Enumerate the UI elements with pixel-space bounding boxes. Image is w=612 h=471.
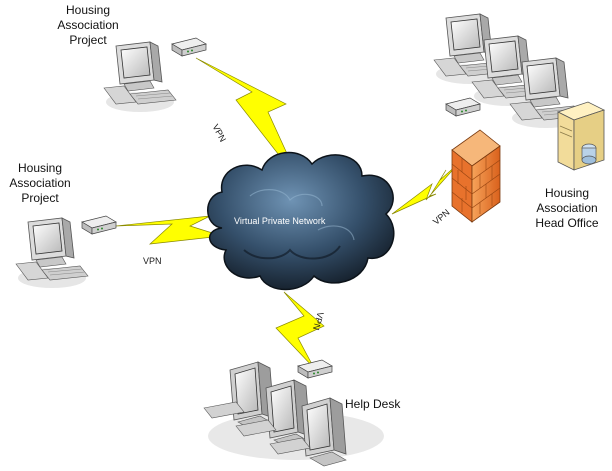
cloud-label: Virtual Private Network xyxy=(234,216,326,226)
help-desk-label: Help Desk xyxy=(345,397,401,411)
keyboard-icon xyxy=(203,401,311,455)
lightning-link-right xyxy=(391,163,459,215)
vpn-label-left: VPN xyxy=(143,256,162,266)
vpn-cloud-icon xyxy=(207,151,395,291)
workstation-icon xyxy=(15,217,89,289)
head-office-label: Housing Association Head Office xyxy=(535,186,599,230)
router-icon xyxy=(81,215,117,235)
lightning-link-left xyxy=(115,215,223,245)
server-icon xyxy=(556,101,606,171)
project-top-label: Housing Association Project xyxy=(57,3,119,47)
firewall-icon xyxy=(451,129,501,223)
router-icon xyxy=(297,359,333,379)
router-icon xyxy=(445,97,481,117)
workstation-icon xyxy=(103,41,177,113)
project-left-label: Housing Association Project xyxy=(9,161,71,205)
router-icon xyxy=(171,37,207,57)
